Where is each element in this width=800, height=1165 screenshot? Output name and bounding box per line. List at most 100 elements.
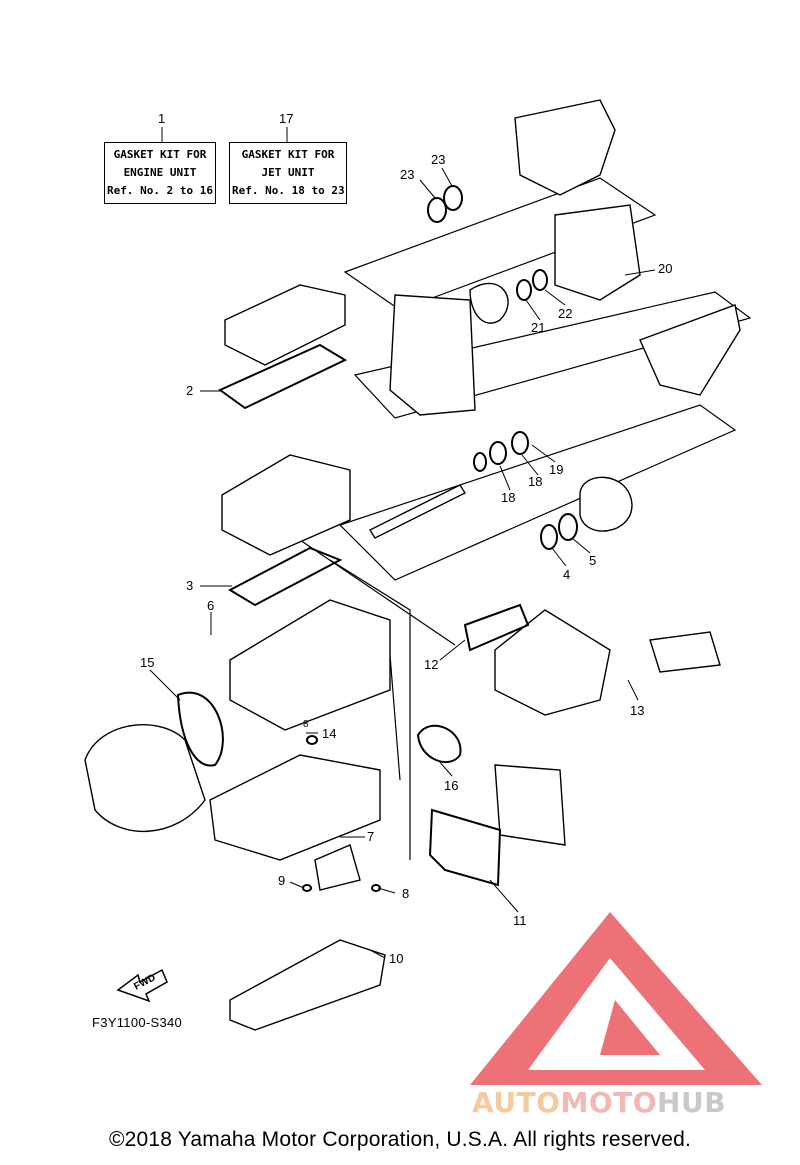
o-ring-8 [371,884,381,892]
intake-grate [639,304,741,396]
watermark-text: AUTOMOTOHUB [472,1086,726,1119]
leader-10 [369,949,386,959]
callout-9: 9 [278,873,286,888]
kit-jet-line3: Ref. No. 18 to 23 [232,184,345,197]
leader-8 [377,887,396,894]
leader-19 [531,444,556,463]
impeller-frame [338,404,737,581]
gasket-3 [227,546,343,607]
o-ring-23a [427,197,447,223]
callout-23b: 23 [431,152,446,167]
leader-21 [525,299,541,321]
callout-14: 14 [322,726,337,741]
wear-ring [579,476,633,532]
gasket-12 [463,603,530,652]
callout-2: 2 [186,383,194,398]
leader-22 [544,289,566,306]
leader-13 [627,679,639,701]
leader-23a [419,179,436,199]
divider-line-2 [329,559,411,860]
seal-18a [489,441,507,465]
callout-22: 22 [558,306,573,321]
gasket-kit-jet-box: GASKET KIT FOR JET UNIT Ref. No. 18 to 2… [229,142,347,204]
leader-5 [571,537,591,554]
figure-code: F3Y1100-S340 [92,1015,183,1030]
callout-18b: 18 [528,474,543,489]
kit-jet-line1: GASKET KIT FOR [241,148,335,161]
seal-4 [540,524,558,550]
watermark-logo-icon [470,912,762,1085]
divider-line-3 [389,654,401,781]
watermark-part1: AUTO [472,1086,561,1119]
flywheel-cover [84,724,206,833]
callout-1: 1 [158,111,166,126]
ride-plate [389,294,476,416]
leader-16 [437,759,453,777]
kit-engine-line1: GASKET KIT FOR [113,148,207,161]
leader-9 [289,881,305,889]
pump-nozzle [514,99,616,196]
leader-12 [439,639,466,661]
forward-arrow-icon [116,968,168,1003]
leader-18b [521,454,539,476]
exhaust-pipe [649,631,721,673]
oil-cooler [494,764,566,846]
impeller [469,282,509,324]
callout-4: 4 [563,567,571,582]
kit-jet-line2: JET UNIT [261,166,315,179]
callout-8: 8 [402,886,410,901]
gasket-11 [428,808,502,887]
callout-17: 17 [279,111,294,126]
oil-pan [229,939,386,1031]
callout-8b: 8 [303,719,309,730]
jet-pump-body [554,204,641,301]
leader-15 [149,669,181,701]
callout-10: 10 [389,951,404,966]
jet-body-frame [353,291,752,419]
seal-5 [558,513,578,541]
kit-engine-line3: Ref. No. 2 to 16 [107,184,213,197]
seal-19 [511,431,529,455]
callout-15: 15 [140,655,155,670]
leader-23b [441,167,453,187]
cylinder-head-cover [224,284,346,366]
callout-23a: 23 [400,167,415,182]
callout-3: 3 [186,578,194,593]
divider-line-1 [299,539,456,646]
callout-6: 6 [207,598,215,613]
drive-shaft [368,484,467,539]
callout-11: 11 [513,913,527,928]
callout-7: 7 [367,829,375,844]
callout-18a: 18 [501,490,516,505]
copyright-notice: ©2018 Yamaha Motor Corporation, U.S.A. A… [108,1128,692,1151]
oil-pump [314,844,361,891]
o-ring-9 [302,884,312,892]
gasket-15 [176,691,224,767]
leader-11 [489,879,519,913]
callout-12: 12 [424,657,439,672]
leader-20 [624,269,656,276]
o-ring-14 [306,735,318,745]
leader-18a [499,465,511,491]
gasket-2 [218,343,348,410]
kit-engine-line2: ENGINE UNIT [123,166,197,179]
seal-18b [473,452,487,472]
callout-21: 21 [531,320,546,335]
callout-5: 5 [589,553,597,568]
crankcase [209,754,381,861]
callout-19: 19 [549,462,564,477]
cylinder-block [229,599,391,731]
leader-4 [551,547,567,567]
gasket-16 [416,724,462,764]
gasket-kit-engine-box: GASKET KIT FOR ENGINE UNIT Ref. No. 2 to… [104,142,216,204]
callout-20: 20 [658,261,673,276]
cylinder-head [221,454,351,556]
o-ring-23b [443,185,463,211]
seal-21 [516,279,532,301]
callout-13: 13 [630,703,645,718]
callout-16: 16 [444,778,459,793]
exhaust-manifold [494,609,611,716]
watermark-part2: MOTO [560,1086,658,1119]
jet-housing-frame [343,177,657,311]
